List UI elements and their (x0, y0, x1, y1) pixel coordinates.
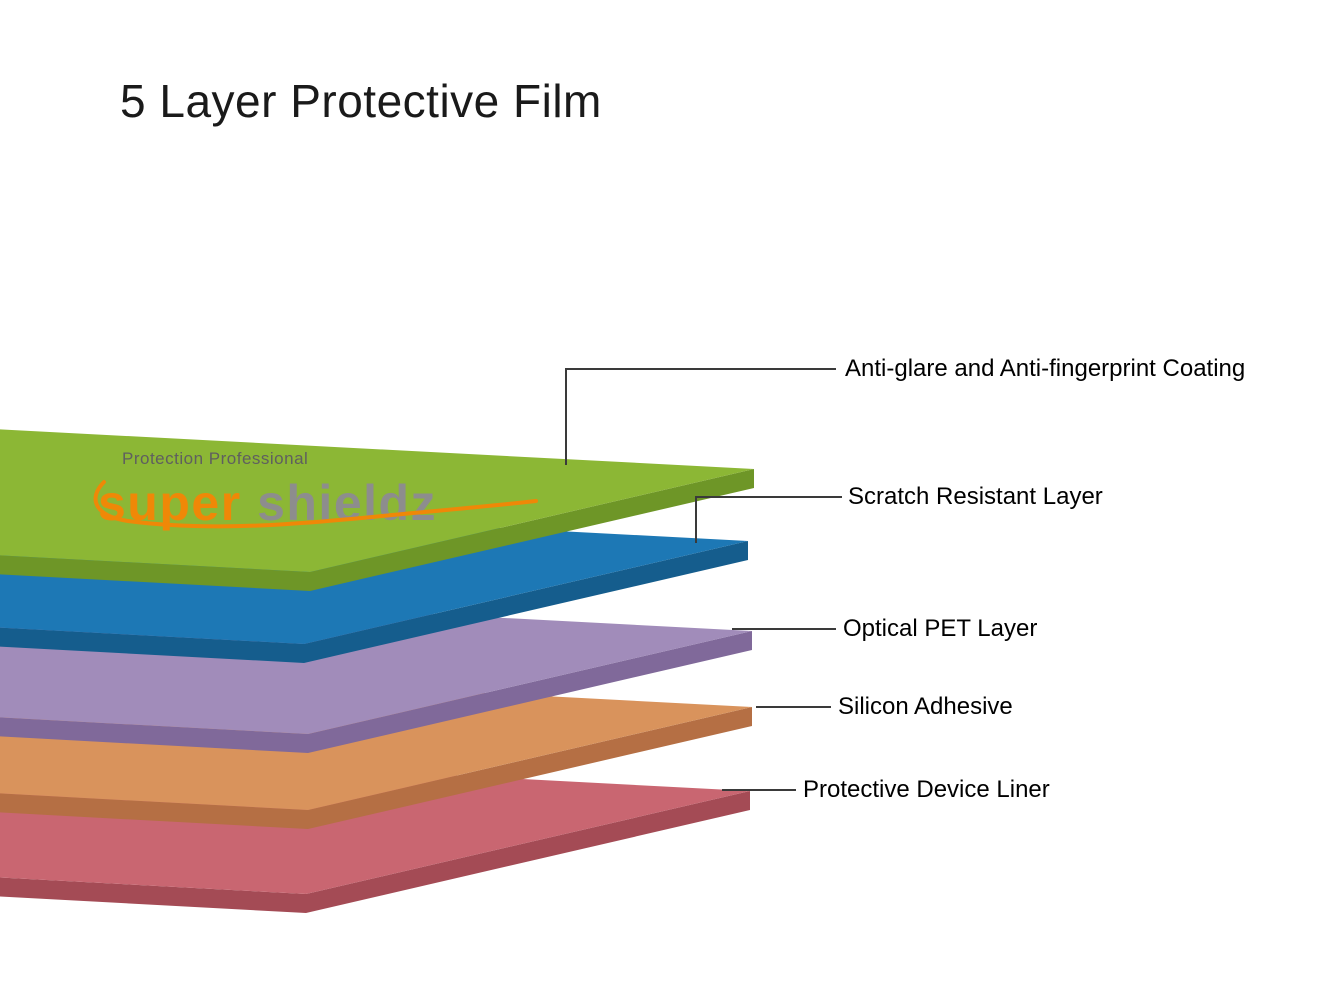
label-silicon-adhesive: Silicon Adhesive (838, 693, 1013, 720)
brand-logo: Protection Professional super shieldz (93, 449, 538, 531)
logo-brand-super: super (98, 475, 242, 531)
label-anti-glare: Anti-glare and Anti-fingerprint Coating (845, 355, 1246, 382)
logo-swoosh (93, 480, 538, 529)
layer-edge-scratch-resistant (0, 541, 748, 663)
label-optical-pet: Optical PET Layer (843, 615, 1038, 642)
page-title: 5 Layer Protective Film (120, 75, 602, 127)
layer-face-anti-glare (0, 429, 754, 572)
layer-edge-protective-device-liner (0, 791, 750, 913)
label-scratch-resistant: Scratch Resistant Layer (848, 483, 1103, 510)
logo-tagline: Protection Professional (122, 449, 308, 468)
layer-anti-glare (0, 429, 754, 591)
leader-lines (565, 368, 842, 791)
layer-edge-optical-pet (0, 631, 752, 753)
layer-edge-silicon-adhesive (0, 707, 752, 829)
layer-edge-anti-glare (0, 469, 754, 591)
logo-brand-shieldz: shieldz (257, 475, 437, 531)
label-device-liner: Protective Device Liner (803, 776, 1050, 803)
